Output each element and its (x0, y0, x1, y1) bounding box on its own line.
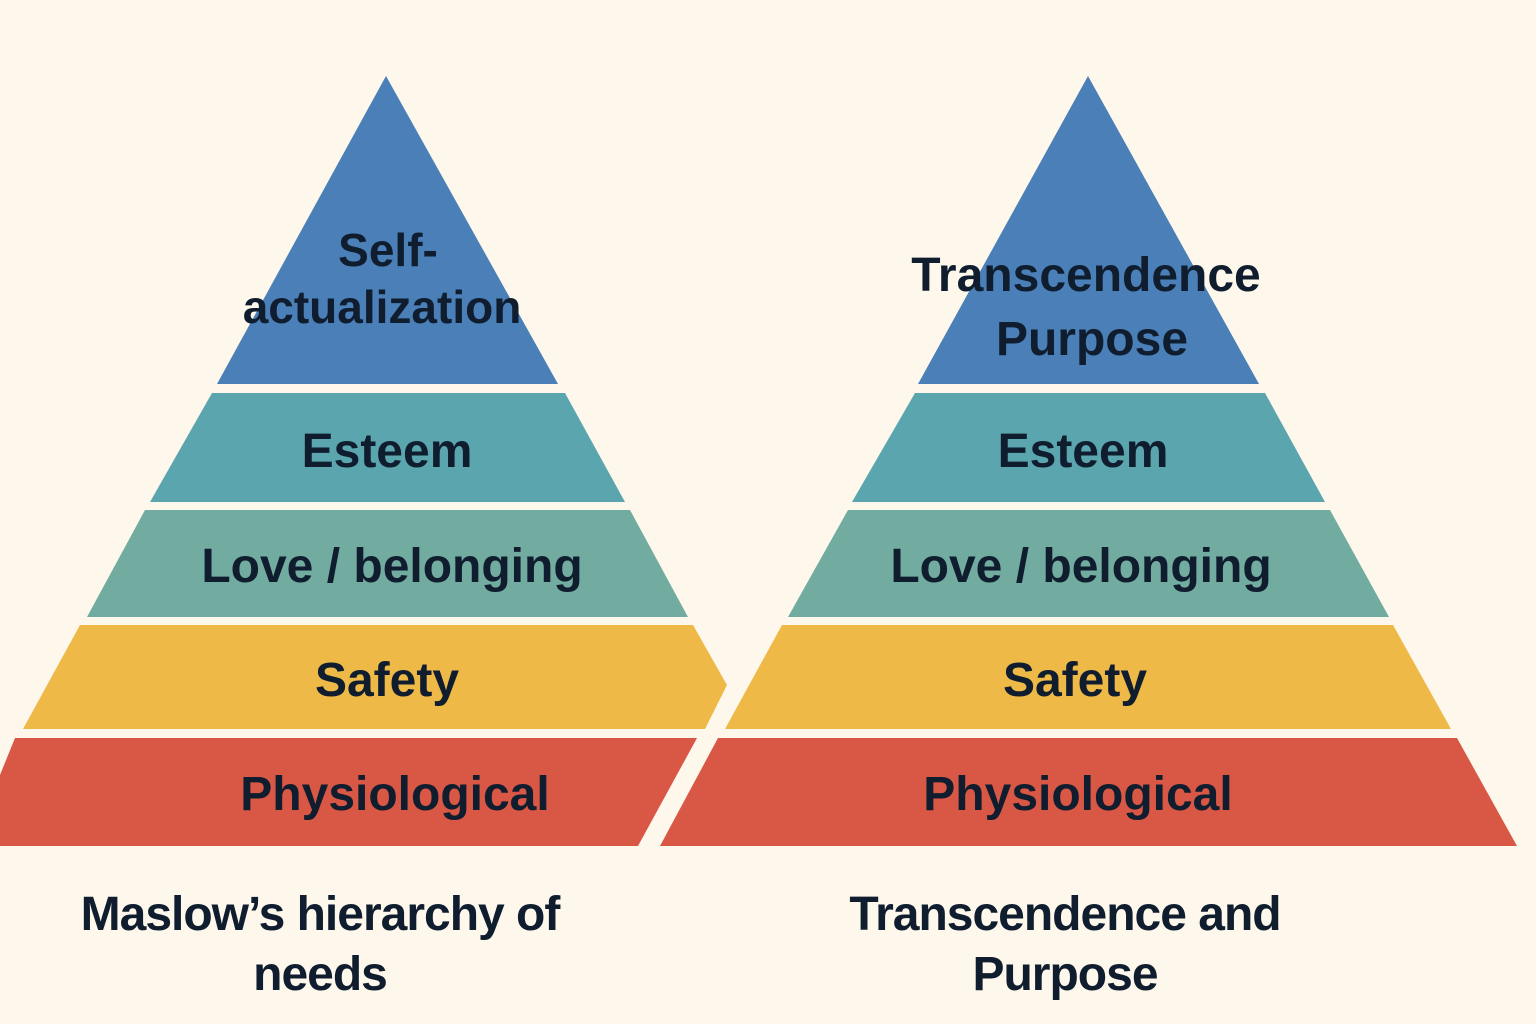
left-top-label-line2: actualization (243, 281, 522, 333)
left-top-label-line1: Self- (338, 224, 438, 276)
right-top-label-line1: Transcendence (911, 249, 1261, 302)
left-esteem-label: Esteem (302, 425, 473, 478)
right-physiological-label: Physiological (923, 768, 1232, 821)
right-level-safety (725, 625, 1451, 729)
right-level-esteem (852, 393, 1325, 502)
left-level-physiological (0, 738, 697, 846)
right-top-label-line2: Purpose (996, 313, 1188, 366)
left-level-self-actualization (217, 76, 558, 384)
left-caption: Maslow’s hierarchy of needs (80, 888, 561, 1001)
right-level-physiological (660, 738, 1517, 846)
left-level-love (87, 510, 688, 617)
left-physiological-label: Physiological (240, 768, 549, 821)
right-caption: Transcendence and Purpose (849, 888, 1281, 1001)
right-esteem-label: Esteem (998, 425, 1169, 478)
right-love-label: Love / belonging (890, 540, 1271, 593)
right-pyramid: Transcendence Purpose Esteem Love / belo… (660, 76, 1517, 846)
right-safety-label: Safety (1003, 654, 1147, 707)
left-level-esteem (150, 393, 625, 502)
left-safety-label: Safety (315, 654, 459, 707)
left-love-label: Love / belonging (201, 540, 582, 593)
right-level-love (788, 510, 1389, 617)
left-pyramid: Self- actualization Esteem Love / belong… (0, 76, 727, 846)
left-level-safety (23, 625, 727, 729)
right-level-transcendence (918, 76, 1259, 384)
